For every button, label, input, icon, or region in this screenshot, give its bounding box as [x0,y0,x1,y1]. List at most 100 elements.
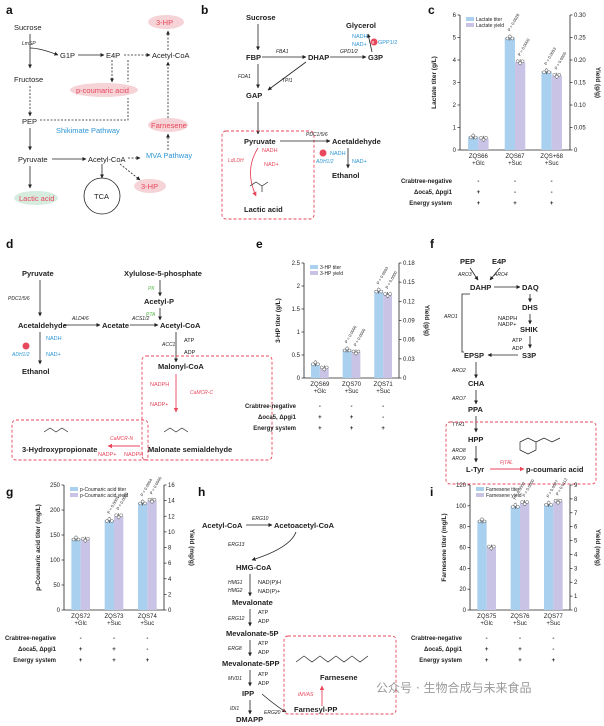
f-tyr1: TYR1 [452,422,465,428]
b-nadh-top: NADH [352,34,368,40]
y-tick-label: 3 [453,81,457,87]
f-aro1: ARO1 [443,314,458,320]
condition-label: Energy system [13,658,56,664]
y2-tick-label: 12 [168,514,175,520]
y2-axis-title: Yield (g/g) [594,67,601,98]
y-tick-label: 150 [50,533,61,539]
h-hmg1: HMG1 [228,580,243,586]
a-3hp-top-bubble [148,15,184,29]
category-label: ZQS66 [469,154,489,160]
h-atp1: ATP [258,610,269,616]
f-dahp: DAHP [470,283,491,292]
y-tick-label: 0 [57,608,61,614]
data-point-yield [116,515,121,519]
a-3hp-bottom-bubble [134,179,166,193]
bar-titer [477,520,487,610]
condition-mark: + [381,426,385,432]
data-point-yield [322,367,327,372]
d-acs: ACS1/2 [131,316,149,322]
bar-titer [541,71,552,150]
bar-titer [544,503,554,610]
d-malonylcoa: Malonyl-CoA [158,362,204,371]
f-cha: CHA [468,379,485,388]
condition-mark: + [477,201,481,207]
data-point-titer [76,537,81,542]
panel-i-letter: i [430,485,433,499]
y-tick-label: 20 [459,587,466,593]
condition-mark: - [382,404,384,410]
y2-tick-label: 6 [574,525,578,531]
data-point-yield [320,365,324,370]
condition-mark: - [351,404,353,410]
condition-mark: + [485,658,489,664]
panel-c-letter: c [428,3,435,17]
y-tick-label: 2 [453,103,457,109]
d-nadh: NADH [46,336,62,342]
b-nad-top: NAD+ [352,42,367,48]
svg-text:x: x [372,40,375,46]
y2-tick-label: 0 [403,376,407,382]
y-tick-label: 1 [453,126,457,132]
y-tick-label: 40 [459,566,466,572]
bar-yield [147,500,157,610]
data-point-yield [557,73,562,77]
data-point-yield [114,513,118,517]
d-3hp-structure [43,427,69,433]
d-nadph-2: NADPH [124,452,143,458]
y-tick-label: 2 [297,284,301,290]
y2-tick-label: 2 [574,580,578,586]
condition-mark: - [552,636,554,642]
d-acc1: ACC1 [161,342,176,348]
y2-tick-label: 0 [574,148,578,154]
b-gap: GAP [246,91,262,100]
d-adp: ADP [184,350,196,356]
data-point-yield [83,538,88,543]
h-erg12: ERG12 [228,616,245,622]
category-label: ZQS73 [104,614,124,620]
b-dhap: DHAP [308,53,329,62]
y2-tick-label: 6 [168,561,172,567]
y-tick-label: 100 [456,504,467,510]
category-label: ZQS77 [544,614,564,620]
category-label: ZQS74 [138,614,158,620]
panel-d: d Pyruvate PDC1/5/6 Xylulose-5-phosphate… [6,237,273,461]
data-point-yield [518,61,522,65]
h-dmapp: DMAPP [236,715,263,724]
b-pdc: PDC1/5/6 [306,132,328,138]
b-ethanol: Ethanol [332,171,360,180]
y-tick-label: 5 [453,36,457,42]
d-nadp-1: NADP+ [150,402,169,408]
panel-a-letter: a [6,3,13,17]
y-axis-title: 3-HP titer (g/L) [275,298,282,343]
a-lactic-bubble [14,191,58,205]
y2-tick-label: 9 [574,483,578,489]
data-point-yield [558,498,563,503]
data-point-yield [487,544,491,549]
d-xylulose: Xylulose-5-phosphate [124,269,202,278]
data-point-yield [385,294,390,298]
y-tick-label: 1.5 [292,307,301,313]
data-point-yield [150,499,154,504]
legend-label-titer: p-Coumaric acid titer [80,487,126,493]
panel-e-letter: e [256,237,263,251]
h-mevalonate5pp: Mevalonate-5PP [222,659,280,668]
data-point-titer [505,36,510,41]
data-point-yield [492,544,496,549]
b-acetaldehyde: Acetaldehyde [332,137,381,146]
condition-mark: - [552,647,554,653]
a-3hp-top: 3-HP [156,18,173,27]
f-ppa: PPA [468,405,483,414]
y-tick-label: 100 [50,558,61,564]
y2-tick-label: 2 [168,592,172,598]
category-sub-label: +Suc [513,621,527,627]
legend-swatch-titer [466,17,474,21]
bar-titer [310,363,320,378]
bar-titer [510,505,520,610]
condition-mark: + [318,426,322,432]
legend-swatch-titer [70,487,78,491]
condition-mark: - [519,636,521,642]
condition-mark: + [350,415,354,421]
condition-mark: - [551,179,553,185]
data-point-titer [511,505,515,509]
